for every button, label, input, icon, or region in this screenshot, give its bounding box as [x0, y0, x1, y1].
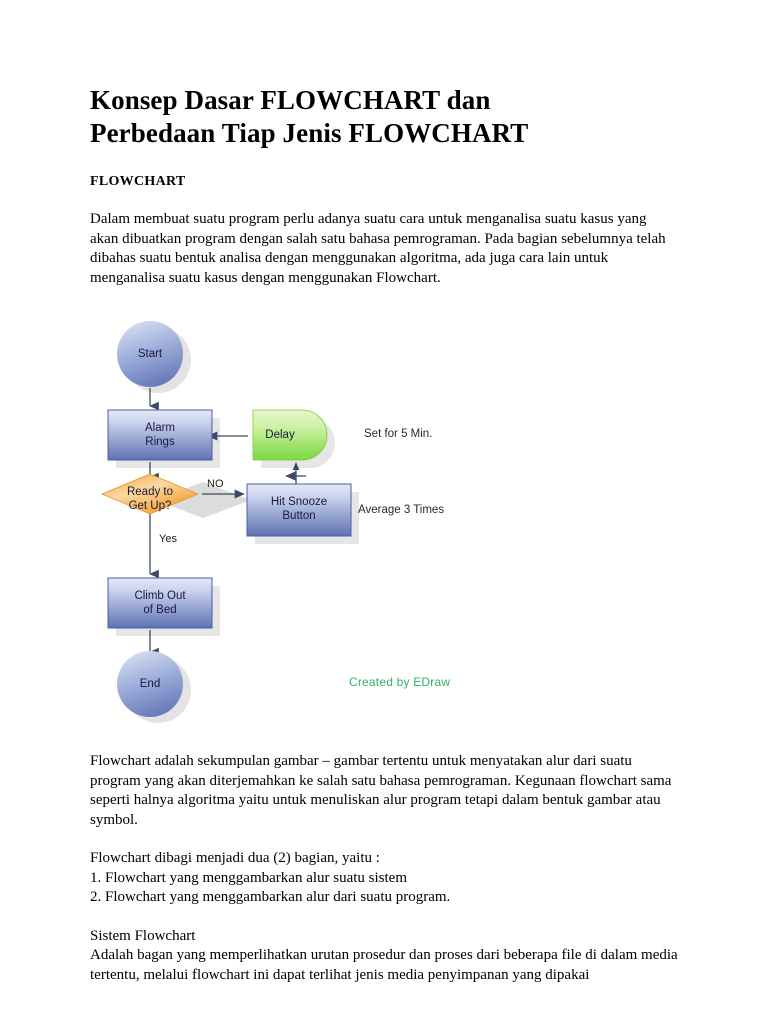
flowchart-credit: Created by EDraw [349, 675, 451, 689]
page-title: Konsep Dasar FLOWCHART dan Perbedaan Tia… [90, 84, 678, 150]
flow-annotation-delay-note: Set for 5 Min. [364, 428, 433, 440]
paragraph-2: Flowchart adalah sekumpulan gambar – gam… [90, 753, 672, 828]
document-content: Konsep Dasar FLOWCHART dan Perbedaan Tia… [90, 84, 678, 985]
page-title-line-2: Perbedaan Tiap Jenis FLOWCHART [90, 118, 529, 148]
intro-paragraph: Dalam membuat suatu program perlu adanya… [90, 211, 666, 286]
list-item-2: 2. Flowchart yang menggambarkan alur dar… [90, 889, 451, 905]
document-tail-text: Flowchart adalah sekumpulan gambar – gam… [90, 752, 678, 985]
section-spacer [90, 908, 678, 927]
flow-edge-label-yes: Yes [159, 533, 177, 545]
list-intro: Flowchart dibagi menjadi dua (2) bagian,… [90, 850, 380, 866]
section-heading: Sistem Flowchart [90, 927, 196, 944]
flow-edge-label-no: NO [207, 478, 224, 490]
list-item-1: 1. Flowchart yang menggambarkan alur sua… [90, 869, 408, 886]
paragraph-spacer [90, 830, 678, 849]
section-body: Adalah bagan yang memperlihatkan urutan … [90, 947, 678, 983]
page-title-line-1: Konsep Dasar FLOWCHART dan [90, 85, 491, 115]
flowchart-diagram: Start Alarm Rings Delay Ready to Get Up?… [90, 314, 678, 724]
flow-annotation-snooze-note: Average 3 Times [358, 504, 445, 516]
section-subheading: FLOWCHART [90, 174, 186, 189]
